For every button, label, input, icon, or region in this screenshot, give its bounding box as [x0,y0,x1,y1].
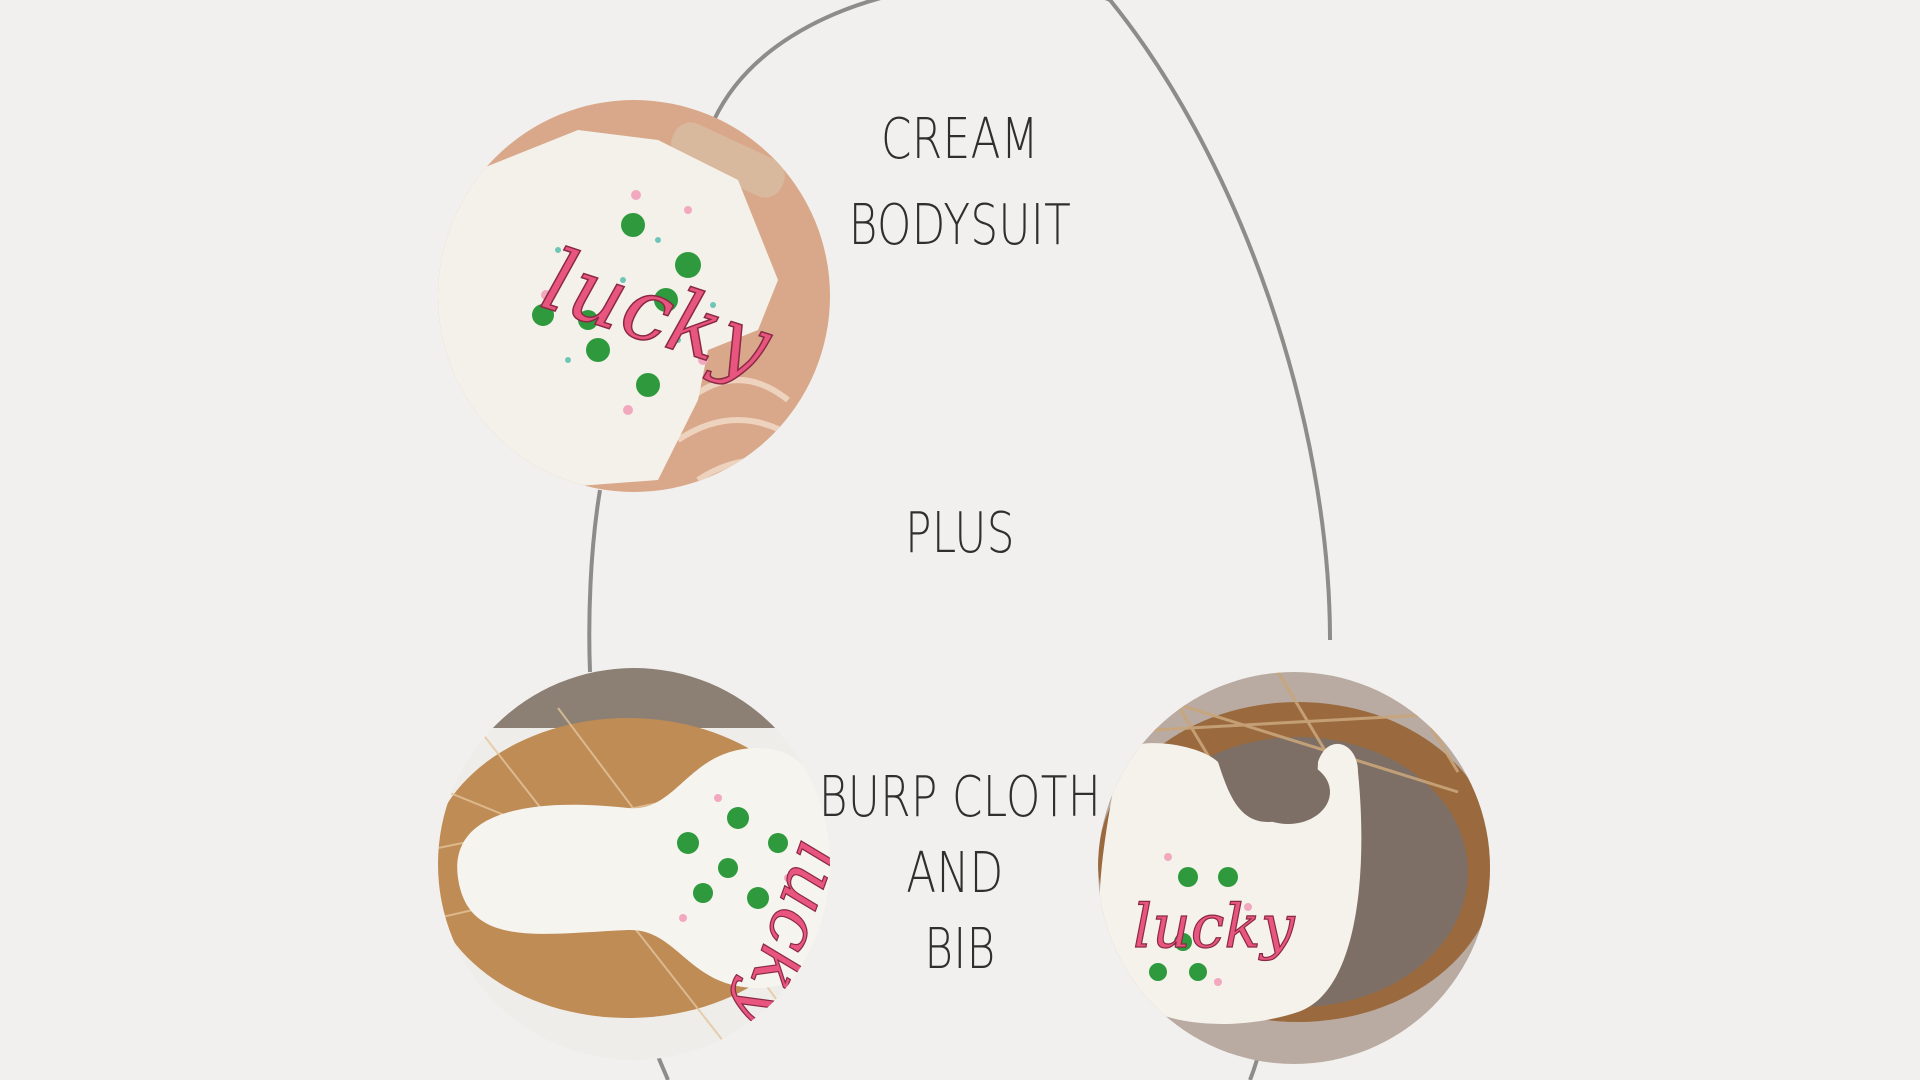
caption-cream: CREAM [881,107,1039,172]
outer-arch [712,0,1332,641]
bib-photo: lucky [1098,672,1490,1064]
burp-cloth-photo-icon: lucky [438,668,830,1060]
caption-burp-cloth: BURP CLOTH [818,765,1102,830]
caption-and: AND [906,841,1004,906]
caption-plus: PLUS [905,501,1015,566]
caption-bib: BIB [924,917,996,982]
bodysuit-photo-icon: lucky [438,100,830,492]
bodysuit-photo: lucky [438,100,830,492]
inner-arch-left [587,489,602,673]
caption-bodysuit: BODYSUIT [848,193,1072,258]
bib-photo-icon: lucky [1098,672,1490,1064]
burp-cloth-photo: lucky [438,668,830,1060]
bib-print-text: lucky [1133,892,1296,962]
